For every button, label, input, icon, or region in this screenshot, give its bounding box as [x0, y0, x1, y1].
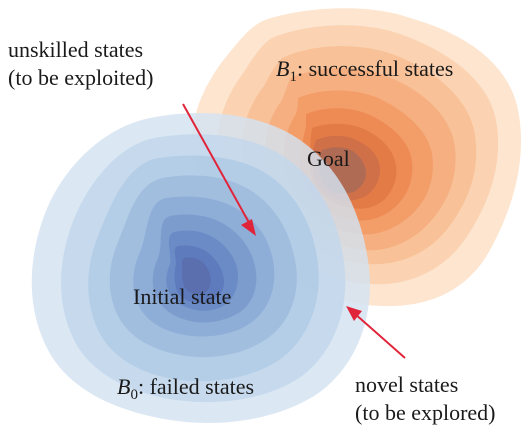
b1-label: B1: successful states	[276, 56, 453, 85]
novel-arrow-shaft	[353, 312, 406, 359]
unskilled-label-line2: (to be exploited)	[8, 65, 153, 90]
unskilled-arrow-head	[241, 219, 256, 236]
b0-text: : failed states	[138, 374, 254, 399]
initial-state-label: Initial state	[133, 284, 231, 309]
novel-label-line2: (to be explored)	[355, 400, 496, 425]
blue-contour-9	[182, 257, 211, 294]
unskilled-label-line1: unskilled states	[8, 37, 143, 62]
b1-text: : successful states	[297, 56, 453, 81]
novel-arrow-head	[346, 306, 362, 321]
unskilled-arrow-shaft	[182, 103, 253, 229]
b0-label: B0: failed states	[117, 374, 254, 403]
arrows	[182, 103, 406, 359]
novel-label-line1: novel states	[355, 372, 458, 397]
b0-symbol: B	[117, 374, 130, 399]
failed-states-density	[31, 113, 370, 423]
goal-label: Goal	[307, 146, 350, 171]
b1-subscript: 1	[289, 69, 297, 85]
b1-symbol: B	[276, 56, 289, 81]
b0-subscript: 0	[130, 387, 138, 403]
